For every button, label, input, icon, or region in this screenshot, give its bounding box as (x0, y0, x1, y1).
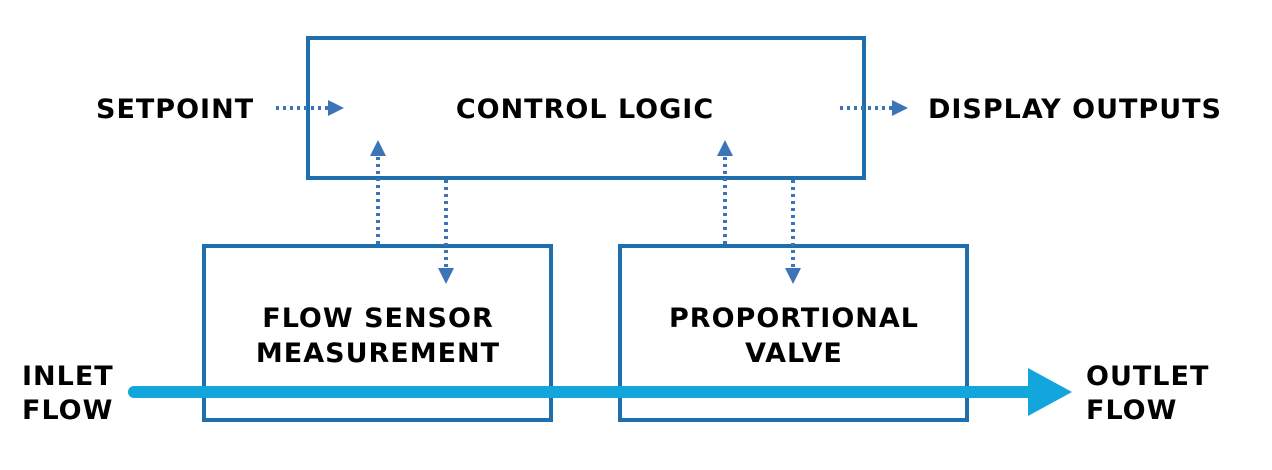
outlet-label-line1: OUTLET (1086, 361, 1209, 392)
flow-sensor-box (202, 244, 553, 422)
proportional-valve-label-line1: PROPORTIONAL (669, 303, 919, 334)
display-outputs-label: DISPLAY OUTPUTS (928, 94, 1222, 125)
main-flow-arrow-head (1028, 368, 1072, 416)
flow-sensor-label-line1: FLOW SENSOR (262, 303, 494, 334)
inlet-label-line1: INLET (22, 361, 114, 392)
control-logic-label: CONTROL LOGIC (456, 94, 714, 125)
inlet-label-line2: FLOW (22, 395, 113, 426)
setpoint-label: SETPOINT (96, 94, 254, 125)
flow-sensor-label-line2: MEASUREMENT (256, 338, 500, 369)
outlet-label-line2: FLOW (1086, 395, 1177, 426)
proportional-valve-label-line2: VALVE (745, 338, 843, 369)
